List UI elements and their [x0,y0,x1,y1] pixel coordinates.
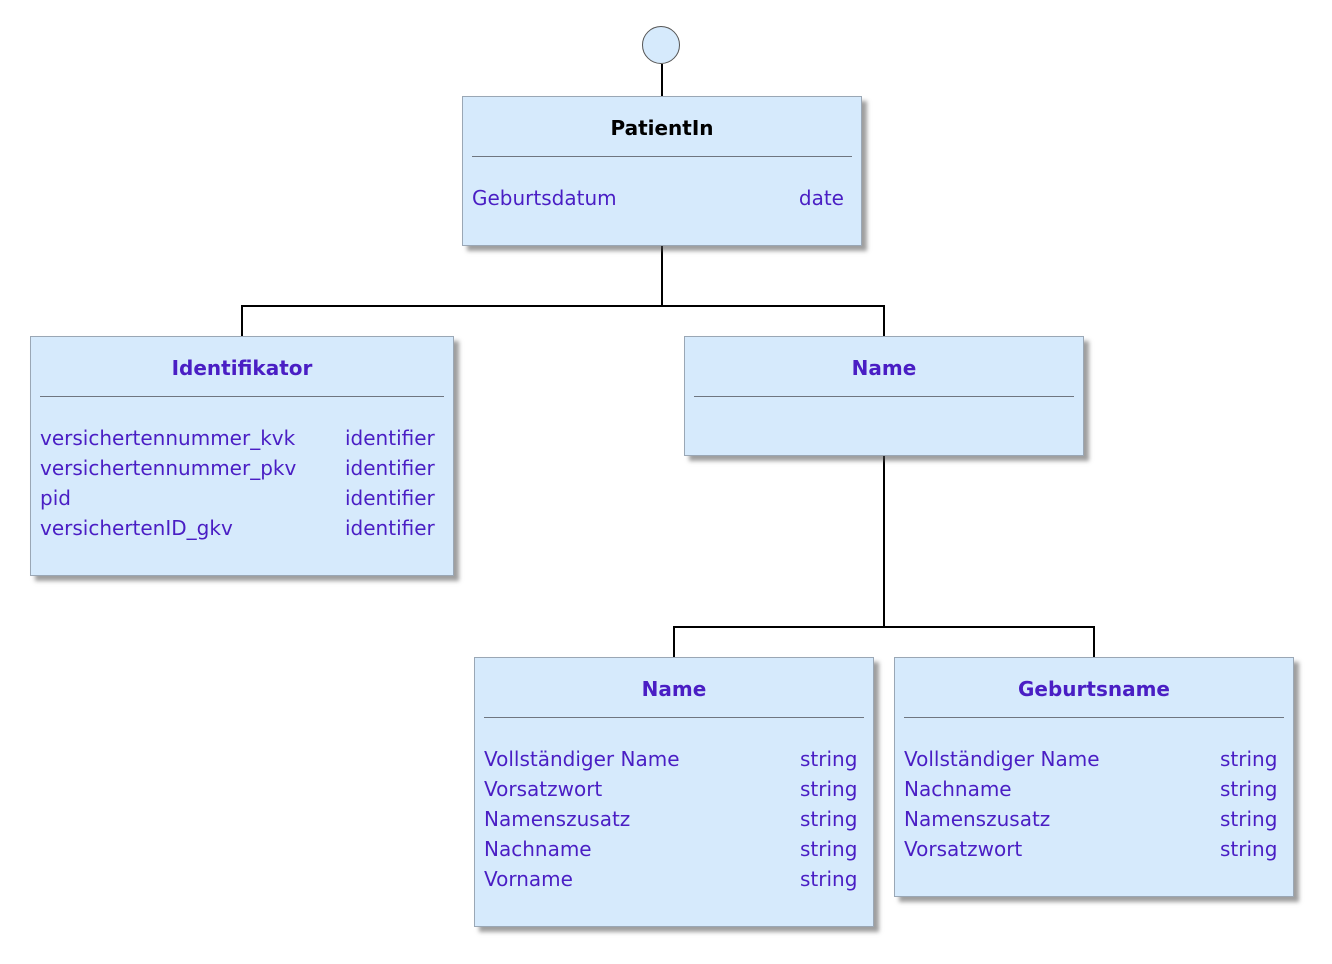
attribute-row: Vollständiger Name string [904,744,1284,774]
class-title: Name [851,356,917,380]
attribute-name: Vorsatzwort [484,777,603,801]
attribute-row: Vollständiger Name string [484,744,864,774]
attribute-row: Namenszusatz string [484,804,864,834]
attribute-list: Vollständiger Name string Vorsatzwort stri… [475,718,873,894]
attribute-name: versichertenID_gkv [40,516,233,540]
attribute-name: Vollständiger Name [904,747,1100,771]
attribute-type: identifier [345,456,435,480]
attribute-row: Namenszusatz string [904,804,1284,834]
attribute-type: date [798,186,844,210]
attribute-name: Namenszusatz [484,807,631,831]
class-name[interactable]: Name Vollständiger Name string Vorsatzwor… [474,657,874,927]
attribute-type: string [800,837,858,861]
class-divider [694,396,1074,397]
attribute-row: Vorname string [484,864,864,894]
attribute-name: versichertennummer_pkv [40,456,297,480]
name-branch-connector [673,626,1095,657]
attribute-row: Vorsatzwort string [484,774,864,804]
attribute-name: pid [40,486,71,510]
attribute-name: versichertennummer_kvk [40,426,296,450]
attribute-type: string [800,747,858,771]
attribute-name: Vorname [484,867,573,891]
attribute-row: Nachname string [484,834,864,864]
class-divider [40,396,444,397]
attribute-row: versichertennummer_pkv identifier [40,453,444,483]
patientin-branch-connector [241,305,885,337]
attribute-type: identifier [345,486,435,510]
attribute-name: Namenszusatz [904,807,1051,831]
attribute-type: string [1220,777,1278,801]
attribute-name: Vorsatzwort [904,837,1023,861]
class-divider [472,156,852,157]
attribute-row: versichertenID_gkv identifier [40,513,444,543]
attribute-type: string [1220,837,1278,861]
class-name-group[interactable]: Name [684,336,1084,456]
class-divider [484,717,864,718]
attribute-type: identifier [345,516,435,540]
attribute-row: Vorsatzwort string [904,834,1284,864]
attribute-name: Nachname [904,777,1012,801]
root-node-circle [642,26,680,64]
attribute-row: pid identifier [40,483,444,513]
attribute-type: string [800,867,858,891]
attribute-list: versichertennummer_kvk identifier versich… [31,397,453,543]
attribute-type: string [800,807,858,831]
class-patientin[interactable]: PatientIn Geburtsdatum date [462,96,862,246]
class-title: PatientIn [610,116,714,140]
attribute-row: versichertennummer_kvk identifier [40,423,444,453]
class-title: Geburtsname [1017,677,1170,701]
class-title: Name [641,677,707,701]
class-title: Identifikator [171,356,313,380]
attribute-name: Nachname [484,837,592,861]
attribute-name: Geburtsdatum [472,186,617,210]
attribute-type: string [1220,807,1278,831]
attribute-type: string [800,777,858,801]
attribute-row: Nachname string [904,774,1284,804]
attribute-type: identifier [345,426,435,450]
attribute-list: Geburtsdatum date [463,157,861,213]
class-divider [904,717,1284,718]
attribute-row: Geburtsdatum date [472,183,852,213]
attribute-name: Vollständiger Name [484,747,680,771]
attribute-type: string [1220,747,1278,771]
class-geburtsname[interactable]: Geburtsname Vollständiger Name string Nac… [894,657,1294,897]
